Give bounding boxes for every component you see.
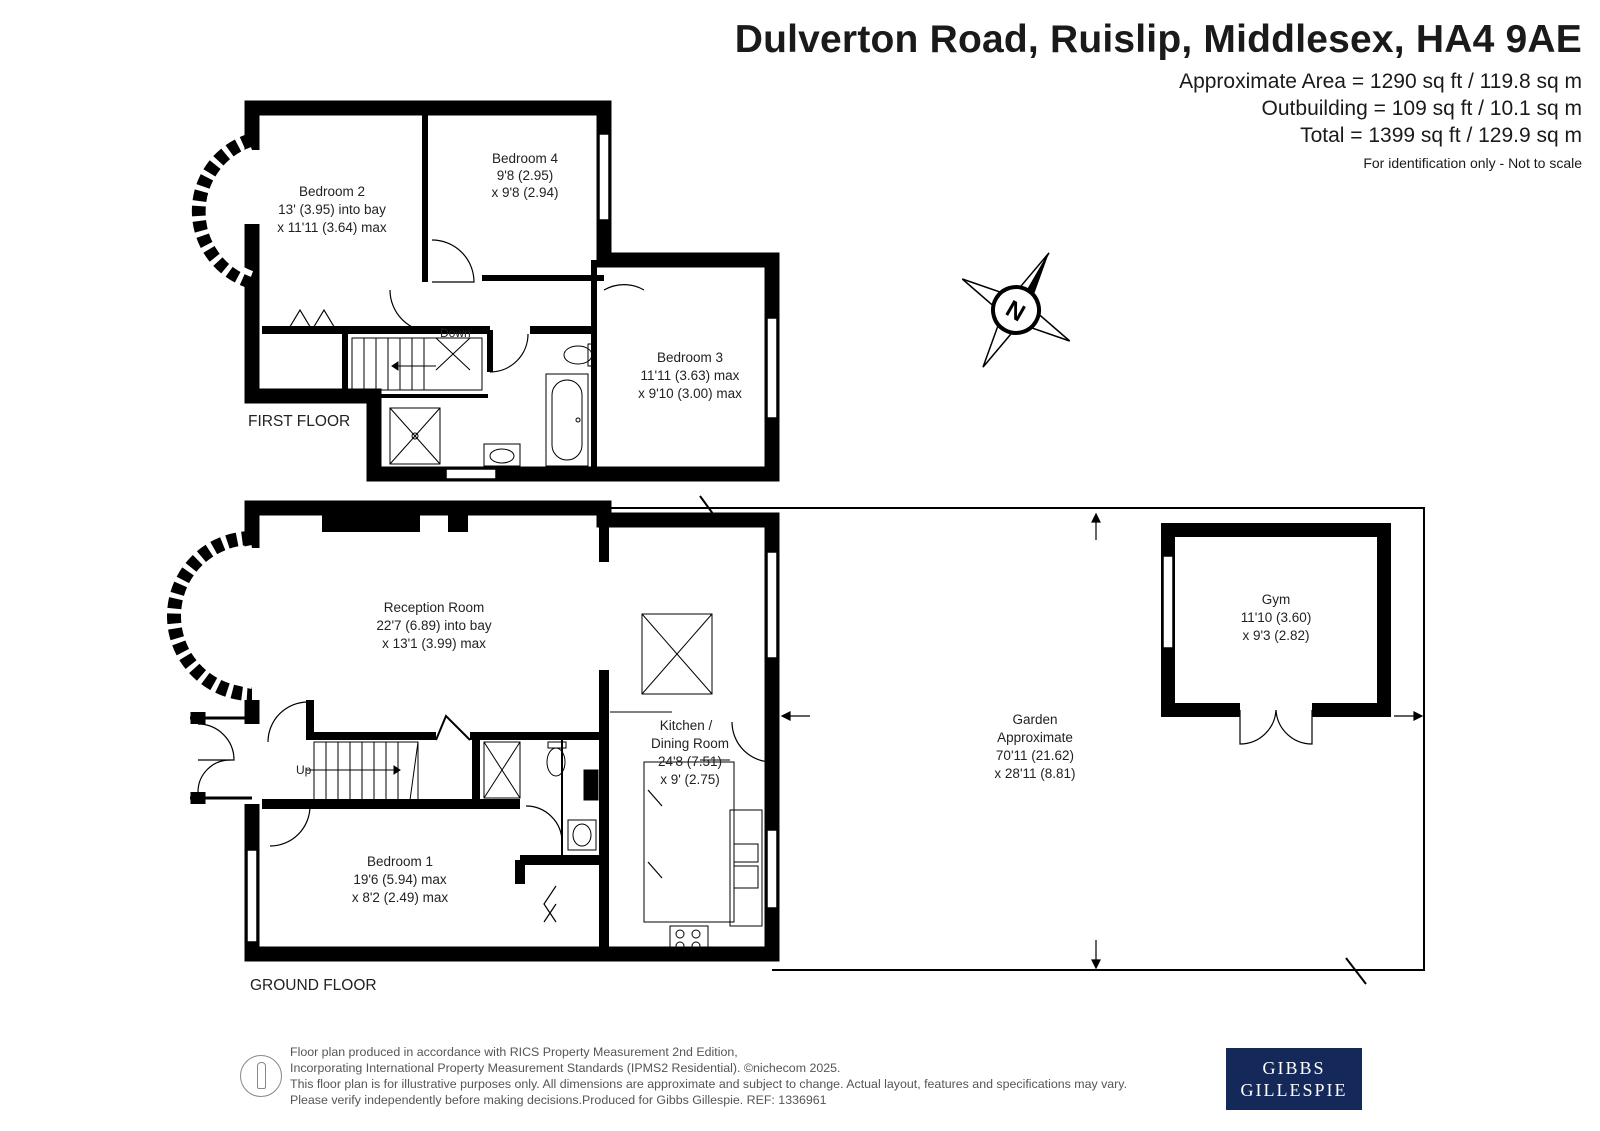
svg-text:Bedroom 3: Bedroom 3: [657, 350, 723, 365]
svg-text:9'8 (2.95): 9'8 (2.95): [497, 168, 554, 183]
footer-line: Incorporating International Property Mea…: [290, 1061, 841, 1075]
footer-line: Please verify independently before makin…: [290, 1093, 827, 1107]
ground-floor-plan: [190, 500, 780, 962]
area-line-total: Total = 1399 sq ft / 129.9 sq m: [1300, 124, 1582, 147]
svg-text:Garden: Garden: [1012, 712, 1057, 727]
svg-text:11'11 (3.63) max: 11'11 (3.63) max: [641, 368, 740, 383]
bedroom2-bay-window: [191, 133, 255, 289]
ground-floor-fixtures: [483, 613, 763, 955]
svg-text:Bedroom 2: Bedroom 2: [299, 184, 365, 199]
logo-line-1: GIBBS: [1262, 1058, 1326, 1078]
logo-line-2: GILLESPIE: [1240, 1080, 1348, 1100]
svg-text:x 9'10 (3.00) max: x 9'10 (3.00) max: [638, 386, 742, 401]
footer-disclaimer: Floor plan produced in accordance with R…: [290, 1044, 1127, 1108]
svg-text:x 8'2 (2.49) max: x 8'2 (2.49) max: [352, 890, 449, 905]
svg-text:Kitchen /: Kitchen /: [660, 718, 713, 733]
svg-text:x 9'8 (2.94): x 9'8 (2.94): [491, 185, 558, 200]
footer-line: This floor plan is for illustrative purp…: [290, 1077, 1128, 1091]
stairs-up-label: Up: [296, 763, 312, 777]
svg-text:Gym: Gym: [1262, 592, 1291, 607]
svg-text:Approximate: Approximate: [997, 730, 1073, 745]
svg-text:70'11 (21.62): 70'11 (21.62): [996, 748, 1074, 763]
garden-dimension-arrows: [780, 512, 1424, 970]
gym-label: Gym 11'10 (3.60) x 9'3 (2.82): [1241, 592, 1312, 643]
reception-label: Reception Room 22'7 (6.89) into bay x 13…: [376, 600, 491, 651]
svg-text:x 13'1 (3.99) max: x 13'1 (3.99) max: [382, 636, 486, 651]
bedroom2-label: Bedroom 2 13' (3.95) into bay x 11'11 (3…: [277, 184, 387, 235]
ground-floor-outer-wall: [244, 500, 780, 962]
compass-icon: [961, 252, 1071, 368]
svg-text:Dining Room: Dining Room: [651, 736, 729, 751]
header: Dulverton Road, Ruislip, Middlesex, HA4 …: [735, 18, 1582, 171]
reception-bay-window: [167, 531, 253, 701]
garden-outline: [604, 495, 1425, 985]
first-floor-stairs: [351, 337, 483, 391]
property-title: Dulverton Road, Ruislip, Middlesex, HA4 …: [734, 18, 1582, 61]
identification-note: For identification only - Not to scale: [1363, 155, 1582, 171]
svg-text:Bedroom 4: Bedroom 4: [492, 151, 559, 166]
bedroom3-label: Bedroom 3 11'11 (3.63) max x 9'10 (3.00)…: [638, 350, 742, 401]
person-icon: [240, 1055, 282, 1097]
first-floor-doors: [287, 239, 645, 373]
svg-text:x 11'11 (3.64) max: x 11'11 (3.64) max: [277, 220, 387, 235]
first-floor-bathroom-fixtures: [389, 343, 597, 467]
garden-label: Garden Approximate 70'11 (21.62) x 28'11…: [994, 712, 1075, 781]
svg-text:x 9'3 (2.82): x 9'3 (2.82): [1242, 628, 1309, 643]
svg-text:11'10 (3.60): 11'10 (3.60): [1241, 610, 1312, 625]
svg-text:13' (3.95) into bay: 13' (3.95) into bay: [278, 202, 386, 217]
stairs-down-label: Down: [440, 326, 471, 340]
gym-building: [1161, 523, 1391, 745]
footer-line: Floor plan produced in accordance with R…: [290, 1045, 738, 1059]
first-floor-label: FIRST FLOOR: [248, 413, 350, 430]
ground-floor-windows: [246, 551, 778, 943]
svg-text:x 9' (2.75): x 9' (2.75): [660, 772, 720, 787]
ground-floor-doors: [197, 701, 773, 923]
kitchen-label: Kitchen / Dining Room 24'8 (7.51) x 9' (…: [651, 718, 729, 787]
agency-logo: GIBBS GILLESPIE: [1226, 1048, 1362, 1110]
svg-text:Reception Room: Reception Room: [384, 600, 485, 615]
area-line-approx: Approximate Area = 1290 sq ft / 119.8 sq…: [1179, 70, 1582, 93]
svg-text:22'7 (6.89) into bay: 22'7 (6.89) into bay: [376, 618, 491, 633]
svg-text:Bedroom 1: Bedroom 1: [367, 854, 433, 869]
first-floor-windows: [445, 133, 778, 480]
bedroom1-label: Bedroom 1 19'6 (5.94) max x 8'2 (2.49) m…: [352, 854, 449, 905]
ground-floor-label: GROUND FLOOR: [250, 977, 377, 994]
svg-text:x 28'11 (8.81): x 28'11 (8.81): [994, 766, 1075, 781]
svg-text:24'8 (7.51): 24'8 (7.51): [658, 754, 722, 769]
bedroom4-label: Bedroom 4 9'8 (2.95) x 9'8 (2.94): [491, 151, 558, 200]
ground-floor-stairs: [306, 741, 419, 801]
area-line-outbuilding: Outbuilding = 109 sq ft / 10.1 sq m: [1261, 97, 1582, 120]
svg-text:19'6 (5.94) max: 19'6 (5.94) max: [353, 872, 447, 887]
